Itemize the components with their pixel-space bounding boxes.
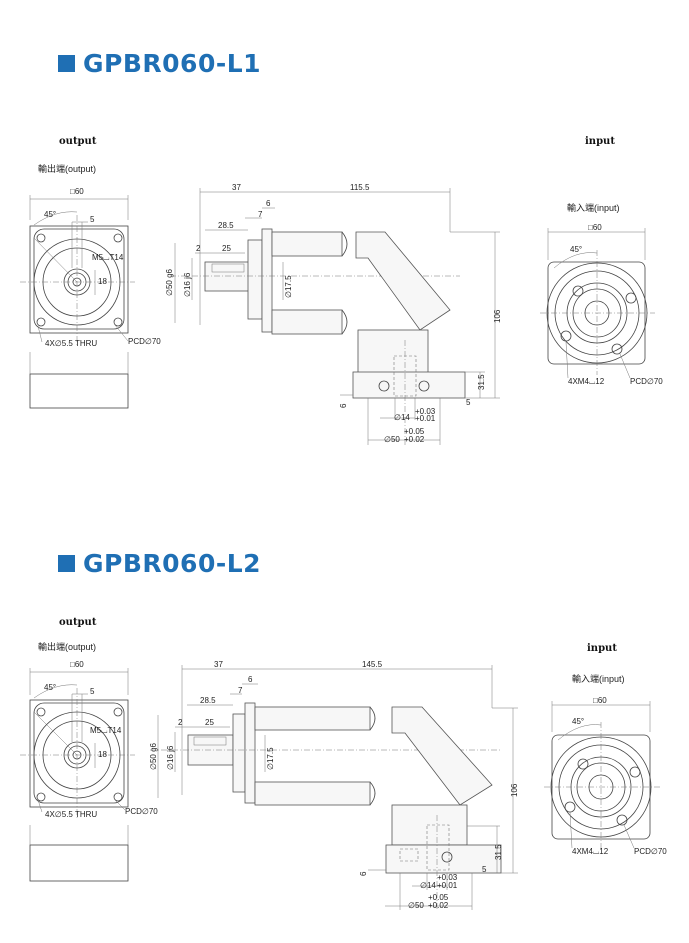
dim-phi50b-tol-dn: +0.02 [428,901,449,910]
dim-angle: 45° [44,210,56,219]
dim-angle: 45° [44,683,56,692]
dim-m5: M5⌴T14 [90,726,122,735]
dim-phi14-tol-dn: +0.01 [415,414,436,423]
l2-input-view: □60 45° 4XM4⌴12 PCD∅70 [544,696,667,856]
dim-37: 37 [214,660,223,669]
section-title-l2: GPBR060-L2 [58,549,261,578]
dim-phi17-5: ∅17.5 [284,275,293,298]
dim-pcd-in: PCD∅70 [634,847,667,856]
dim-key5: 5 [90,687,95,696]
l1-output-front-view: □60 45° 5 M5⌴T14 18 4X∅5.5 THRU PCD∅70 [20,187,161,409]
dim-phi16: ∅16 j6 [183,272,192,297]
dim-phi16: ∅16 j6 [166,745,175,770]
input-label: input [587,643,617,654]
section-title-text: GPBR060-L1 [83,49,262,78]
l2-side-view: 37 145.5 6 7 28.5 2 25 ∅50 g6 ∅16 j6 ∅17… [149,660,519,910]
input-sublabel: 輸入端(input) [572,674,625,684]
output-label: output [59,617,97,628]
dim-phi50b: ∅50 [408,901,424,910]
dim-phi14: ∅14 [394,413,410,422]
dim-31-5: 31.5 [477,374,486,390]
dim-18: 18 [98,277,107,286]
dim-in-square: □60 [588,223,602,232]
dim-6: 6 [248,675,253,684]
output-label: output [59,136,97,147]
dim-6: 6 [266,199,271,208]
dim-pcd-in: PCD∅70 [630,377,663,386]
dim-phi50: ∅50 g6 [149,742,158,770]
dim-in-angle: 45° [570,245,582,254]
dim-37: 37 [232,183,241,192]
dim-7: 7 [258,210,263,219]
dim-6b: 6 [359,871,368,876]
dim-holes: 4X∅5.5 THRU [45,339,97,348]
dim-phi50b-tol-up: +0.05 [404,427,425,436]
output-sublabel: 輸出端(output) [38,164,97,174]
dim-phi14: ∅14 [420,881,436,890]
l1-input-view: □60 45° 4XM4⌴12 PCD∅70 [540,223,663,386]
dim-key5: 5 [90,215,95,224]
dim-phi50: ∅50 g6 [165,268,174,296]
dim-holes: 4X∅5.5 THRU [45,810,97,819]
dim-pcd-out: PCD∅70 [125,807,158,816]
dim-phi50b-tol-up: +0.05 [428,893,449,902]
input-label: input [585,136,615,147]
dim-in-holes: 4XM4⌴12 [568,377,605,386]
dim-25: 25 [222,244,231,253]
dim-31-5: 31.5 [494,844,503,860]
dim-phi14-tol-dn: +0.01 [437,881,458,890]
l2-output-front-view: □60 45° 5 M5⌴T14 18 4X∅5.5 THRU PCD∅70 [20,660,158,882]
dim-pcd-out: PCD∅70 [128,337,161,346]
dim-28-5: 28.5 [218,221,234,230]
dim-total: 145.5 [362,660,383,669]
dim-25: 25 [205,718,214,727]
dim-square: □60 [70,187,84,196]
dim-2: 2 [196,244,201,253]
dim-in-square: □60 [593,696,607,705]
title-square-icon [58,555,75,572]
dim-5b: 5 [482,865,487,874]
dim-square: □60 [70,660,84,669]
dim-phi17-5: ∅17.5 [266,747,275,770]
dim-phi14-tol-up: +0.03 [415,407,436,416]
dim-28-5: 28.5 [200,696,216,705]
section-title-text: GPBR060-L2 [83,549,262,578]
dim-phi14-tol-up: +0.03 [437,873,458,882]
dim-m5: M5⌴T14 [92,253,124,262]
input-sublabel: 輸入端(input) [567,203,620,213]
dim-7: 7 [238,686,243,695]
dim-in-holes: 4XM4⌴12 [572,847,609,856]
dim-total: 115.5 [350,183,370,192]
dim-5b: 5 [466,398,471,407]
title-square-icon [58,55,75,72]
dim-2: 2 [178,718,183,727]
dim-phi50b-tol-dn: +0.02 [404,435,425,444]
l1-side-view: 37 115.5 6 7 28.5 2 25 ∅50 g6 ∅16 j6 ∅17… [165,183,502,445]
dim-106: 106 [510,783,519,797]
output-sublabel: 輸出端(output) [38,642,97,652]
dim-in-angle: 45° [572,717,584,726]
dim-6b: 6 [339,403,348,408]
section-title-l1: GPBR060-L1 [58,49,261,78]
dim-18: 18 [98,750,107,759]
dim-phi50b: ∅50 [384,435,400,444]
dim-106: 106 [493,309,502,323]
